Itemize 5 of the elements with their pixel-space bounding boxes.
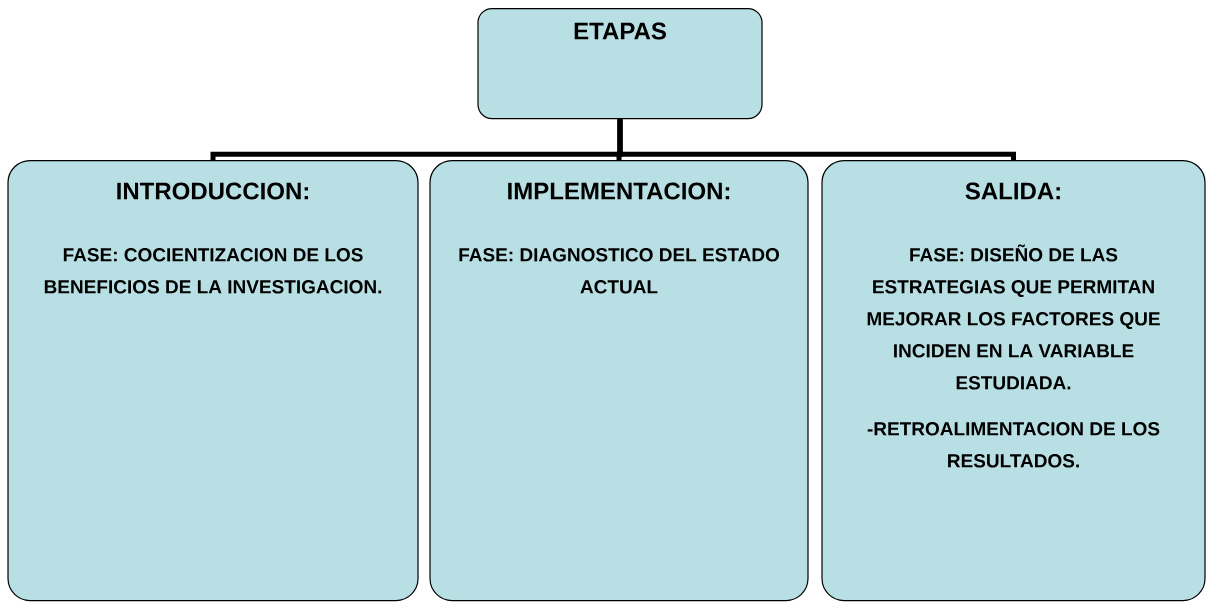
rounded-box: ETAPAS xyxy=(477,8,763,120)
rounded-box: SALIDA: FASE: DISEÑO DE LAS ESTRATEGIAS QUE PERMITAN MEJORAR LOS FACTORES QUE INCIDEN EN LA VARIABLE ESTUDIADA. -RETROALIMENTACION DE LOS RESULTADOS. xyxy=(821,160,1206,602)
rounded-box: IMPLEMENTACION: FASE: DIAGNOSTICO DEL ESTADO ACTUAL xyxy=(429,160,809,602)
rounded-box: INTRODUCCION: FASE: COCIENTIZACION DE LOS BENEFICIOS DE LA INVESTIGACION. xyxy=(7,160,419,602)
connector-line xyxy=(617,119,1016,160)
